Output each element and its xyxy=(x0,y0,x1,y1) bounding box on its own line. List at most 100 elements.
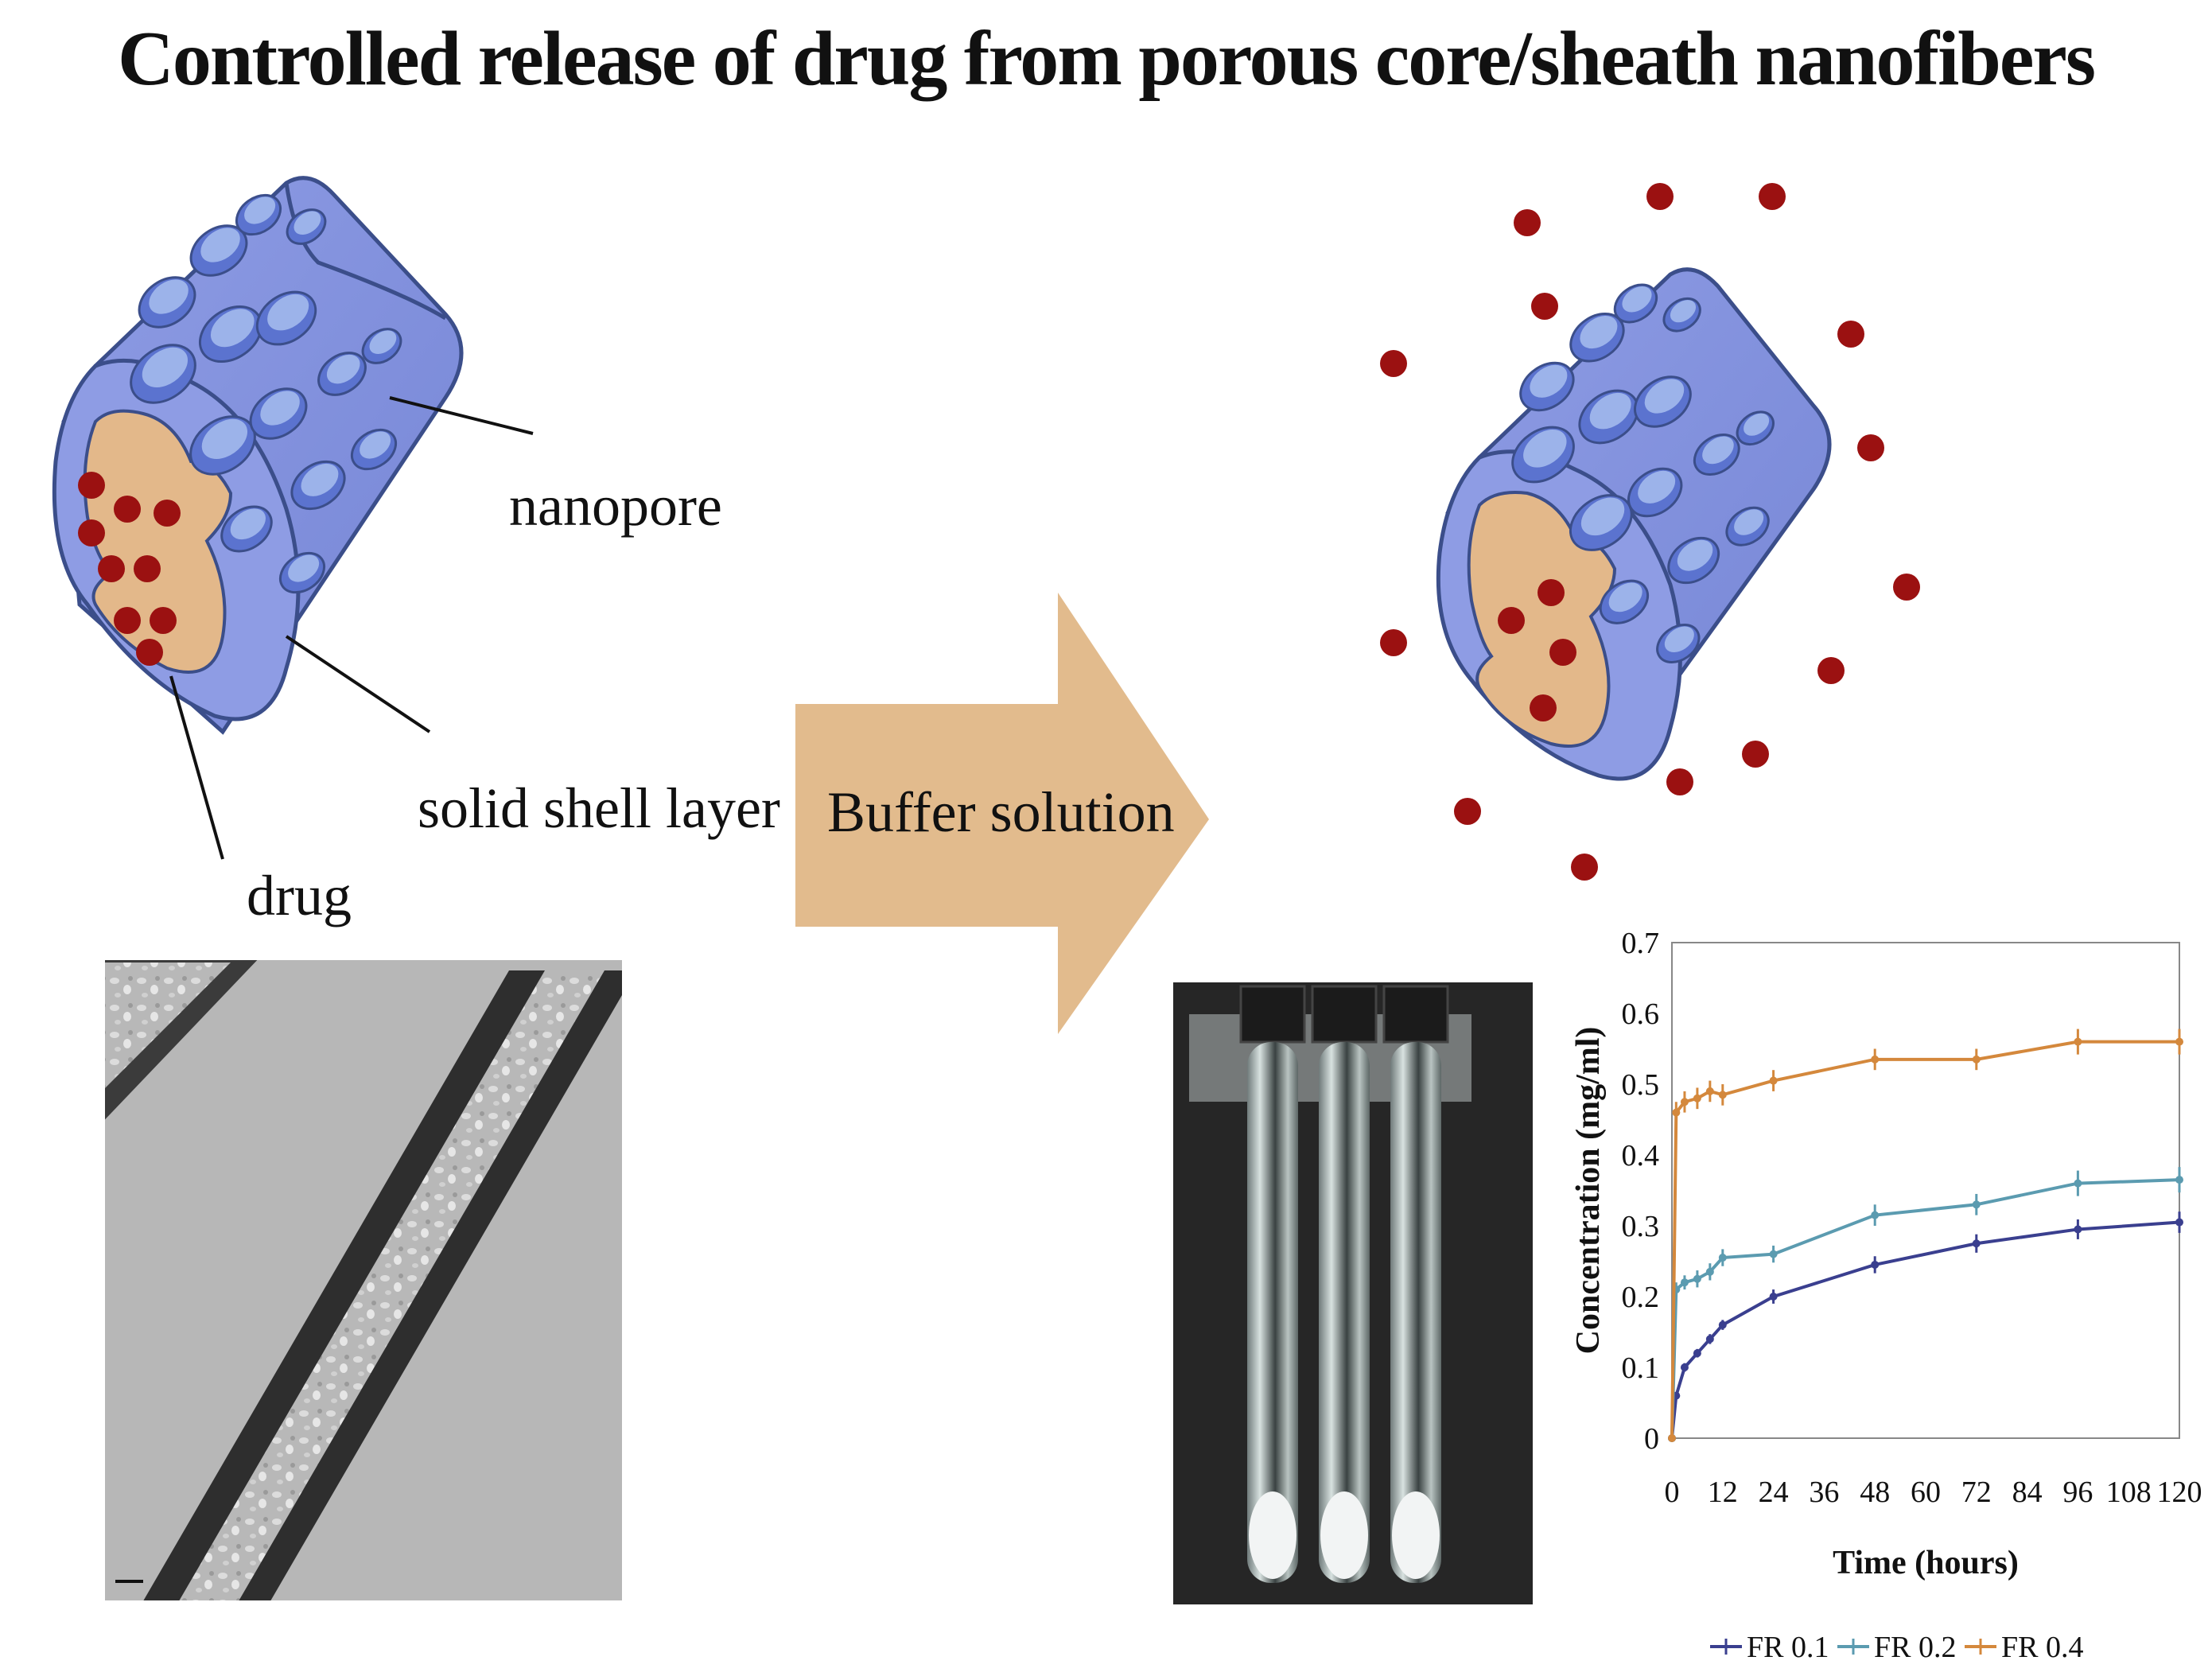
legend-label: FR 0.4 xyxy=(2001,1631,2083,1664)
legend-item: FR 0.2 xyxy=(1837,1631,1956,1664)
leader-nanopore xyxy=(389,396,534,435)
data-point xyxy=(2175,1037,2183,1046)
x-tick-label: 12 xyxy=(1708,1476,1738,1509)
nanopore xyxy=(1656,624,1701,663)
data-point xyxy=(1769,1250,1778,1258)
x-tick-label: 108 xyxy=(2106,1476,2152,1509)
nanopore xyxy=(1599,579,1650,624)
test-tube xyxy=(1311,985,1378,1583)
nanopore xyxy=(317,352,367,396)
data-point xyxy=(1769,1293,1778,1301)
legend-item: FR 0.4 xyxy=(1965,1631,2083,1664)
y-axis-label: Concentration (mg/ml) xyxy=(1570,1027,1607,1355)
data-point xyxy=(1718,1320,1727,1329)
data-point xyxy=(1718,1091,1727,1099)
x-tick-label: 96 xyxy=(2062,1476,2093,1509)
drug-particle xyxy=(1380,629,1407,656)
test-tube xyxy=(1382,985,1449,1583)
drug-particle xyxy=(1454,798,1481,825)
drug-particle xyxy=(1531,293,1558,320)
y-tick-label: 0.2 xyxy=(1622,1281,1660,1314)
drug-core xyxy=(1467,491,1617,748)
releasing-nanofiber xyxy=(1436,267,1832,781)
drug-particle xyxy=(1759,183,1786,210)
series-fr-0.2 xyxy=(1668,1167,2183,1442)
drug-particle xyxy=(134,555,161,582)
nanopore xyxy=(1662,297,1701,332)
nanopore xyxy=(1736,410,1775,446)
data-point xyxy=(1705,1267,1714,1276)
legend-label: FR 0.2 xyxy=(1874,1631,1956,1664)
drug-particle xyxy=(114,607,141,634)
data-point xyxy=(1693,1094,1701,1102)
nanopore xyxy=(361,328,402,364)
drug-particle xyxy=(1646,183,1674,210)
data-point xyxy=(1693,1274,1701,1283)
nanopore xyxy=(198,305,263,364)
released-drug-particles xyxy=(1380,183,1920,881)
nanopore xyxy=(1519,361,1575,412)
drug-particle xyxy=(1817,657,1845,684)
y-tick-label: 0.4 xyxy=(1622,1139,1660,1172)
x-tick-label: 24 xyxy=(1759,1476,1789,1509)
drug-particle xyxy=(1549,639,1576,666)
process-arrow xyxy=(795,593,1209,1034)
data-point xyxy=(2175,1176,2183,1184)
drug-particle xyxy=(136,639,163,666)
nanopore xyxy=(220,505,273,553)
drug-particle xyxy=(78,519,105,546)
data-point xyxy=(1871,1211,1880,1219)
nanopore xyxy=(290,460,346,511)
data-point xyxy=(1871,1055,1880,1064)
x-tick-label: 120 xyxy=(2157,1476,2202,1509)
drug-particle xyxy=(1857,434,1884,461)
data-point xyxy=(1672,1108,1681,1117)
drug-particle xyxy=(98,555,125,582)
nanopore xyxy=(278,551,326,594)
arrow-label: Buffer solution xyxy=(827,780,1175,844)
drug-particle xyxy=(150,607,177,634)
nanopore xyxy=(189,415,256,476)
drug-particle xyxy=(114,496,141,523)
x-tick-label: 60 xyxy=(1911,1476,1941,1509)
drug-particle xyxy=(1530,694,1557,721)
page-title: Controlled release of drug from porous c… xyxy=(118,16,2096,102)
series-fr-0.4 xyxy=(1668,1029,2183,1442)
legend-item: FR 0.1 xyxy=(1710,1631,1829,1664)
drug-core xyxy=(83,409,233,674)
nanopores xyxy=(130,193,402,594)
drug-particles xyxy=(1498,579,1576,721)
drug-particle xyxy=(1498,607,1525,634)
nanopore xyxy=(1693,433,1740,476)
drug-particle xyxy=(78,472,105,499)
tem-micrograph xyxy=(105,960,622,1600)
data-point xyxy=(1680,1363,1689,1371)
x-tick-label: 84 xyxy=(2012,1476,2043,1509)
leader-shell xyxy=(285,635,431,733)
nanopores xyxy=(1511,283,1775,663)
y-tick-label: 0.1 xyxy=(1622,1351,1660,1385)
label-drug: drug xyxy=(247,864,352,928)
nanopore xyxy=(1725,506,1770,546)
drug-particle xyxy=(1538,579,1565,606)
data-point xyxy=(2074,1225,2082,1234)
nanopore xyxy=(1613,283,1658,324)
series-fr-0.1 xyxy=(1668,1211,2183,1442)
legend-label: FR 0.1 xyxy=(1747,1631,1829,1664)
data-point xyxy=(1668,1434,1676,1442)
leader-drug xyxy=(169,675,224,860)
drug-particle xyxy=(1742,741,1769,768)
nanopore xyxy=(350,428,398,471)
drug-particle xyxy=(154,500,181,527)
x-tick-label: 36 xyxy=(1809,1476,1839,1509)
nanopore xyxy=(1569,313,1625,363)
data-point xyxy=(2074,1037,2082,1046)
data-point xyxy=(2074,1179,2082,1188)
drug-particle xyxy=(1837,321,1864,348)
loaded-nanofiber xyxy=(52,176,464,735)
nanopore xyxy=(138,276,196,329)
nanopore xyxy=(1627,467,1683,518)
drug-particle xyxy=(1571,854,1598,881)
